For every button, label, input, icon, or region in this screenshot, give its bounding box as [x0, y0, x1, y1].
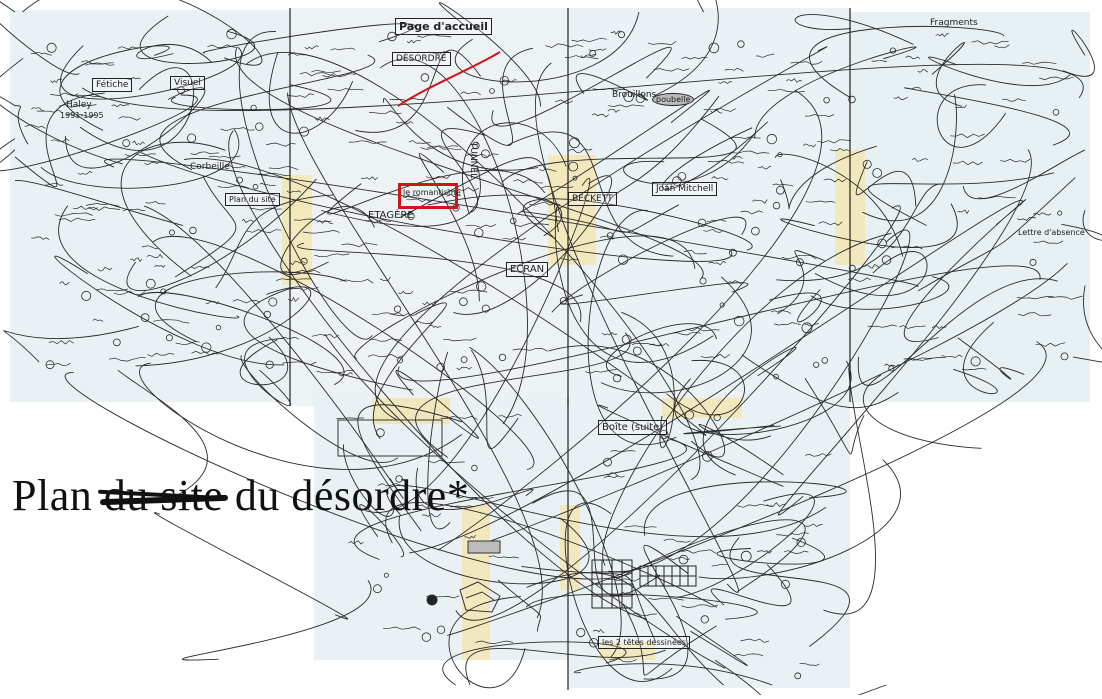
label-etagere: ETAGÈRE [368, 210, 414, 221]
box-plan-site: Plan du site [225, 193, 280, 206]
box-joan-mitchell: Joan Mitchell [652, 182, 717, 196]
label-fragments: Fragments [930, 18, 978, 28]
label-lettre-absente: Lettre d'absence [1018, 228, 1085, 237]
box-beckett: BECKETT [568, 192, 617, 206]
title-struck-text: du site [104, 470, 224, 521]
box-2-tetes: les 2 têtes dessinées [598, 636, 690, 649]
label-tunnel: TUNNEL [468, 142, 478, 178]
box-page-accueil: Page d'accueil [395, 18, 492, 35]
label-haley: Haley [66, 100, 92, 110]
box-desordre: DÉSORDRE [392, 52, 451, 66]
sheet-right [848, 12, 1090, 402]
box-poubelle: poubelle [652, 93, 694, 106]
box-ecran: ECRAN [506, 262, 548, 277]
title-word-desordre: du désordre [235, 471, 447, 520]
label-haley-years: 1991-1995 [60, 111, 104, 120]
box-visuel: Visuel [170, 76, 205, 90]
red-box-label: le romantisme [403, 188, 461, 197]
box-fetiche: Fétiche [92, 78, 132, 92]
box-boite: Boîte (suite) [598, 420, 667, 435]
label-corbeille: Corbeille [190, 162, 230, 172]
label-brouillons: Brouillons [612, 90, 656, 100]
title-word-plan: Plan [12, 471, 92, 520]
page-title: Plan du site du désordre* [12, 470, 469, 521]
title-asterisk: * [447, 471, 470, 520]
